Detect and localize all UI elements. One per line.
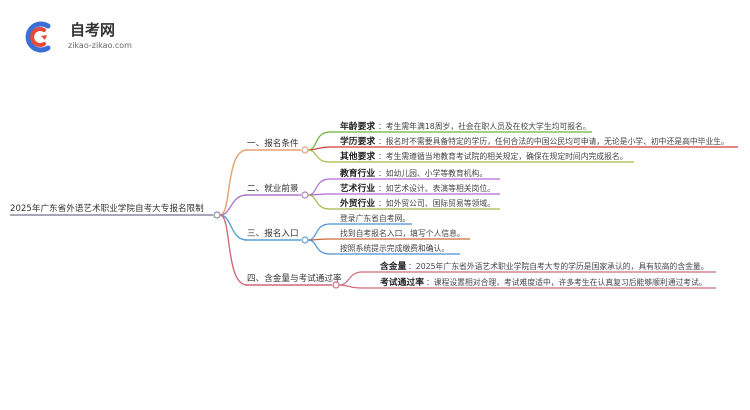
connector-leaf	[307, 178, 331, 196]
branch-connector	[301, 146, 309, 154]
logo-icon	[25, 21, 51, 53]
branch-connector	[301, 191, 309, 199]
branch-3: 三、报名入口 登录广东省自考网。 找到自考报名入口，填写个人信息。 按照系统提示…	[245, 213, 470, 255]
leaf: 考试通过率 ：课程设置相对合理，考试难度适中，许多考生在认真复习后能够顺利通过考…	[362, 276, 716, 289]
connector-leaf	[338, 271, 363, 286]
leaf-text: ：课程设置相对合理，考试难度适中，许多考生在认真复习后能够顺利通过考试。	[426, 277, 707, 287]
branch-1: 一、报名条件 年龄要求 ：考生需年满18周岁，社会在职人员及在校大学生均可报名。…	[245, 120, 738, 163]
branch-label: 二、就业前景	[247, 182, 299, 194]
connector-leaf	[307, 239, 331, 255]
leaf-key: 教育行业	[339, 167, 375, 179]
branch-label: 三、报名入口	[247, 227, 299, 239]
leaf: 艺术行业 ：如艺术设计、表演等相关岗位。	[330, 182, 500, 195]
logo-url: zikao-zikao.com	[68, 41, 132, 50]
branch-connector	[301, 236, 309, 244]
root-label: 2025年广东省外语艺术职业学院自考大专报名限制	[10, 202, 204, 214]
leaf-text: ：如艺术设计、表演等相关岗位。	[378, 183, 495, 193]
branch-2: 二、就业前景 教育行业 ：如幼儿园、小学等教育机构。 艺术行业 ：如艺术设计、表…	[245, 167, 500, 210]
leaf-text: 按照系统提示完成缴费和确认。	[340, 243, 449, 253]
leaf-key: 外贸行业	[339, 197, 375, 209]
leaf-text: ：如幼儿园、小学等教育机构。	[378, 168, 487, 178]
leaf: 其他要求 ：考生需遵循当地教育考试院的相关规定，确保在规定时间内完成报名。	[330, 150, 634, 163]
leaf-key: 艺术行业	[340, 182, 375, 194]
leaf: 含金量 ：2025年广东省外语艺术职业学院自考大专的学历是国家承认的，具有较高的…	[362, 260, 716, 273]
site-logo[interactable]: 自考网 zikao-zikao.com	[25, 21, 132, 53]
leaf: 登录广东省自考网。	[330, 213, 412, 225]
leaf-key: 年龄要求	[340, 120, 375, 132]
leaf-text: ：2025年广东省外语艺术职业学院自考大专的学历是国家承认的，具有较高的含金量。	[408, 261, 709, 271]
root-connector	[213, 211, 221, 219]
connector-branch-4	[219, 214, 248, 286]
leaf-text: ：考生需年满18周岁，社会在职人员及在校大学生均可报名。	[378, 121, 591, 131]
connector-branch-2	[219, 194, 248, 216]
leaf: 年龄要求 ：考生需年满18周岁，社会在职人员及在校大学生均可报名。	[330, 120, 592, 133]
logo-name: 自考网	[70, 21, 115, 39]
leaf: 学历要求 ：报名时不需要具备特定的学历，任何合法的中国公民均可申请，无论是小学、…	[330, 135, 738, 148]
connector-leaf	[307, 149, 331, 163]
leaf-key: 含金量	[380, 260, 407, 272]
leaf: 按照系统提示完成缴费和确认。	[330, 243, 460, 255]
branch-connector	[332, 281, 340, 289]
connector-branch-1	[219, 149, 248, 216]
leaf: 找到自考报名入口，填写个人信息。	[330, 228, 470, 240]
leaf-key: 学历要求	[340, 135, 375, 147]
connector-leaf	[338, 284, 363, 289]
leaf-text: ：如外贸公司、国际贸易等领域。	[378, 198, 495, 208]
leaf-text: 找到自考报名入口，填写个人信息。	[340, 228, 465, 238]
connector-leaf	[307, 223, 331, 241]
leaf-key: 考试通过率	[380, 276, 424, 288]
branch-4: 四、含金量与考试通过率 含金量 ：2025年广东省外语艺术职业学院自考大专的学历…	[245, 260, 716, 289]
connector-leaf	[307, 194, 331, 210]
leaf: 外贸行业 ：如外贸公司、国际贸易等领域。	[330, 197, 500, 210]
branch-label: 一、报名条件	[247, 137, 299, 149]
leaf: 教育行业 ：如幼儿园、小学等教育机构。	[330, 167, 500, 180]
leaf-key: 其他要求	[340, 150, 375, 162]
branch-label: 四、含金量与考试通过率	[247, 272, 342, 284]
root-node: 2025年广东省外语艺术职业学院自考大专报名限制	[10, 202, 221, 219]
leaf-text: ：考生需遵循当地教育考试院的相关规定，确保在规定时间内完成报名。	[378, 151, 628, 161]
leaf-text: 登录广东省自考网。	[340, 213, 410, 223]
leaf-text: ：报名时不需要具备特定的学历，任何合法的中国公民均可申请，无论是小学、初中还是高…	[378, 136, 729, 146]
